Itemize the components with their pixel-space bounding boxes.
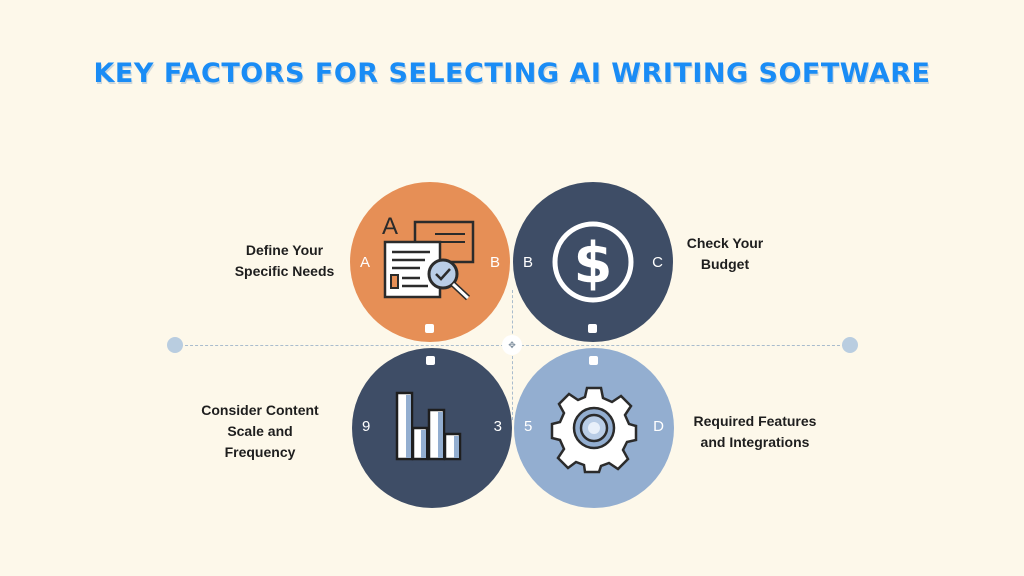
factor-circle-needs: A B A [350,182,510,342]
factor-circle-budget: B C $ [513,182,673,342]
right-letter: 3 [493,418,502,435]
svg-text:$: $ [574,231,613,296]
right-letter: B [489,254,500,271]
label-line: and Integrations [700,434,810,450]
left-letter: 5 [524,418,533,435]
small-tag [425,324,434,333]
gear-icon [550,386,638,474]
svg-text:A: A [382,213,398,240]
label-line: Required Features [693,413,817,429]
bar-chart-icon [395,391,462,461]
center-node: ✥ [502,335,522,355]
label-line: Budget [700,256,750,272]
factor-circle-scale: 9 3 [352,348,512,508]
small-tag [426,356,435,365]
left-letter: B [523,254,534,271]
label-line: Check Your [686,235,764,251]
vertical-connector [512,290,513,420]
page-title: KEY FACTORS FOR SELECTING AI WRITING SOF… [93,58,931,89]
left-endpoint-dot [167,337,183,353]
small-tag [588,324,597,333]
right-letter: D [653,418,664,435]
label-line: Define Your [245,242,324,258]
factor-label-features: Required Features and Integrations [680,411,830,453]
small-tag [589,356,598,365]
document-magnifier-icon: A [382,213,475,301]
right-letter: C [652,254,663,271]
label-line: Specific Needs [234,263,335,279]
factor-circle-features: 5 D [514,348,674,508]
label-line: Frequency [224,444,296,460]
left-letter: 9 [362,418,371,435]
factor-label-budget: Check Your Budget [665,233,785,275]
factor-label-needs: Define Your Specific Needs [222,240,347,282]
label-line: Consider Content [201,402,319,418]
right-endpoint-dot [842,337,858,353]
left-letter: A [360,254,371,271]
dollar-icon: $ [552,221,634,303]
factor-label-scale: Consider Content Scale and Frequency [185,400,335,463]
label-line: Scale and [227,423,293,439]
